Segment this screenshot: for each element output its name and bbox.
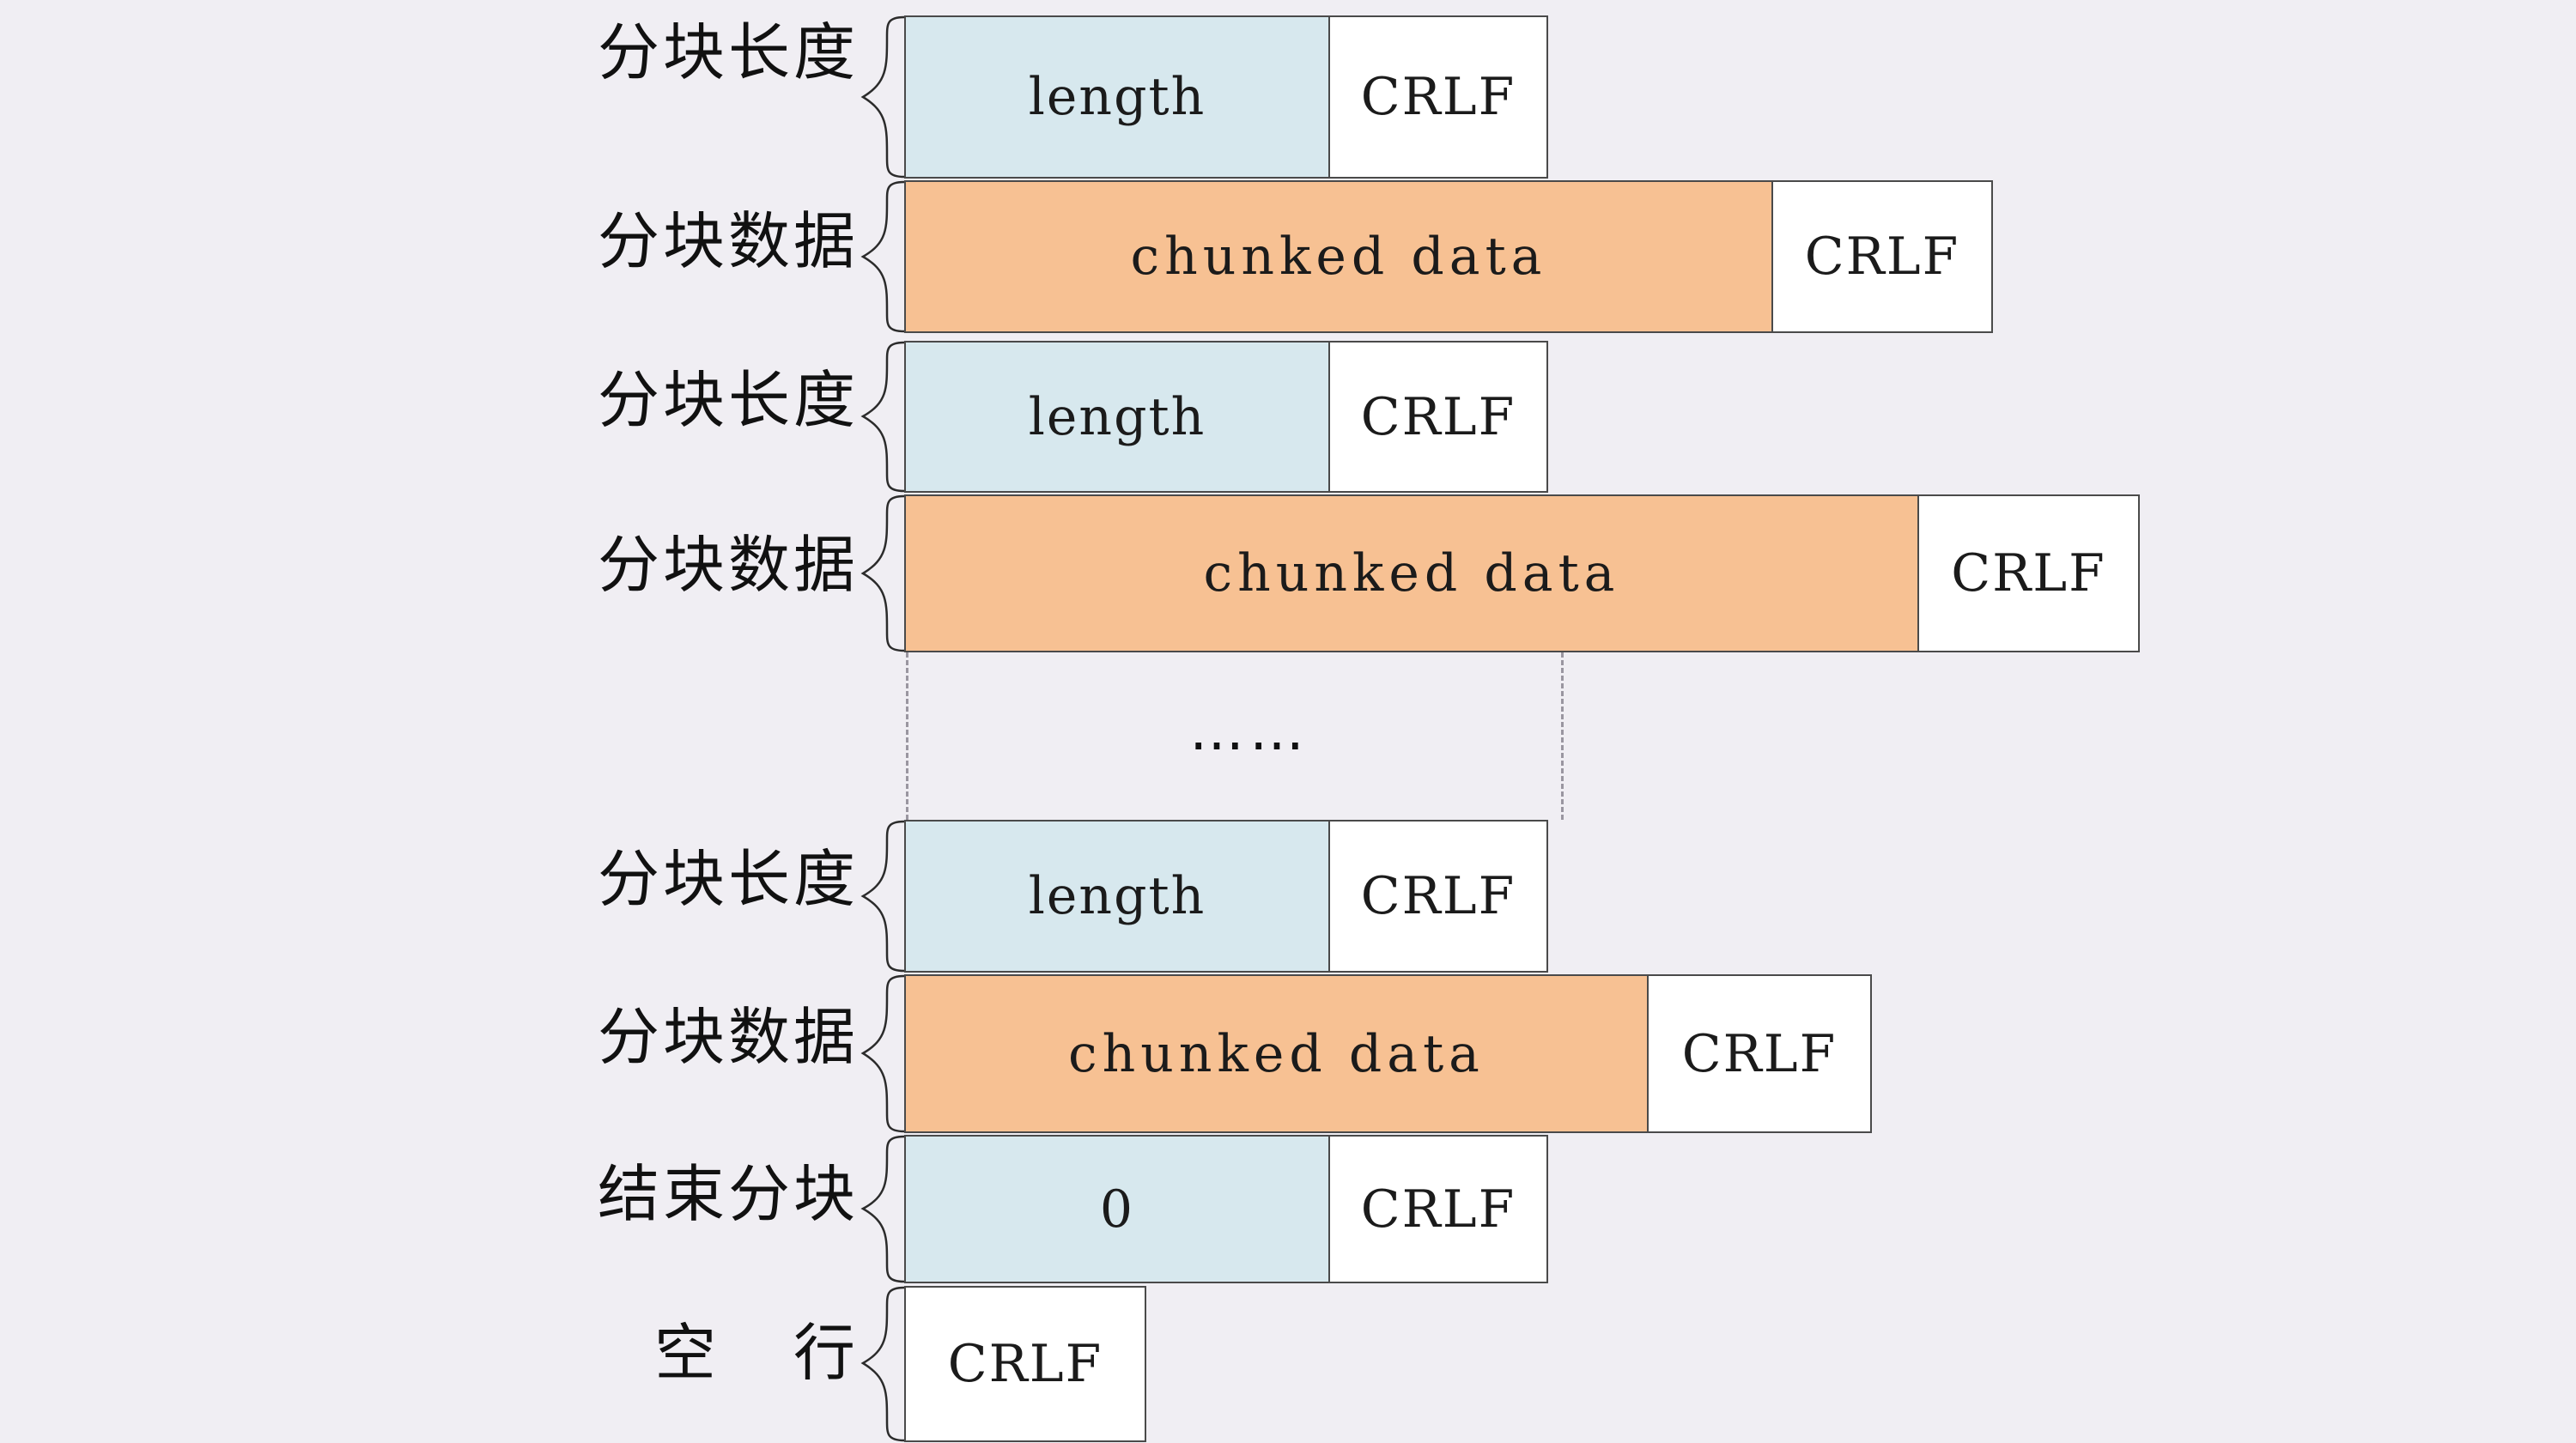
cell-crlf: CRLF bbox=[1771, 180, 1993, 333]
cell-zero-length: 0 bbox=[904, 1135, 1330, 1283]
cell-crlf: CRLF bbox=[1328, 1135, 1548, 1283]
table-row: length CRLF bbox=[904, 341, 1548, 493]
cell-crlf: CRLF bbox=[904, 1286, 1146, 1442]
row-label-last-chunk: 结束分块 bbox=[597, 1158, 859, 1230]
table-row: chunked data CRLF bbox=[904, 974, 1872, 1133]
blank-line-label-part-2: 行 bbox=[793, 1317, 859, 1389]
cell-crlf: CRLF bbox=[1328, 820, 1548, 973]
table-row: 0 CRLF bbox=[904, 1135, 1548, 1283]
row-label-chunk-data-1: 分块数据 bbox=[597, 205, 859, 277]
cell-length: length bbox=[904, 341, 1330, 493]
cell-crlf: CRLF bbox=[1647, 974, 1872, 1133]
continuation-guide-right bbox=[1561, 652, 1564, 820]
row-label-chunk-data-2: 分块数据 bbox=[597, 529, 859, 601]
brace-icon-5 bbox=[860, 820, 906, 973]
table-row: length CRLF bbox=[904, 15, 1548, 179]
cell-crlf: CRLF bbox=[1328, 341, 1548, 493]
brace-icon-6 bbox=[860, 974, 906, 1133]
cell-chunked-data: chunked data bbox=[904, 180, 1773, 333]
cell-crlf: CRLF bbox=[1917, 494, 2140, 652]
table-row: length CRLF bbox=[904, 820, 1548, 973]
table-row: chunked data CRLF bbox=[904, 180, 1993, 333]
cell-length: length bbox=[904, 15, 1330, 179]
cell-crlf: CRLF bbox=[1328, 15, 1548, 179]
row-label-chunk-length-2: 分块长度 bbox=[597, 364, 859, 436]
row-label-blank-line: 空行 bbox=[550, 1322, 859, 1384]
brace-icon-1 bbox=[860, 15, 906, 179]
table-row: chunked data CRLF bbox=[904, 494, 2140, 652]
table-row: CRLF bbox=[904, 1286, 1146, 1442]
continuation-guide-left bbox=[906, 652, 908, 820]
brace-icon-4 bbox=[860, 494, 906, 652]
row-label-chunk-length-1: 分块长度 bbox=[597, 16, 859, 88]
brace-icon-3 bbox=[860, 341, 906, 493]
row-label-chunk-data-3: 分块数据 bbox=[597, 1001, 859, 1073]
brace-icon-7 bbox=[860, 1135, 906, 1283]
row-label-chunk-length-3: 分块长度 bbox=[597, 843, 859, 915]
cell-chunked-data: chunked data bbox=[904, 494, 1919, 652]
cell-length: length bbox=[904, 820, 1330, 973]
cell-chunked-data: chunked data bbox=[904, 974, 1649, 1133]
brace-icon-2 bbox=[860, 180, 906, 333]
brace-icon-8 bbox=[860, 1286, 906, 1442]
ellipsis-label: …… bbox=[1189, 700, 1309, 763]
blank-line-label-part-1: 空 bbox=[653, 1317, 720, 1389]
